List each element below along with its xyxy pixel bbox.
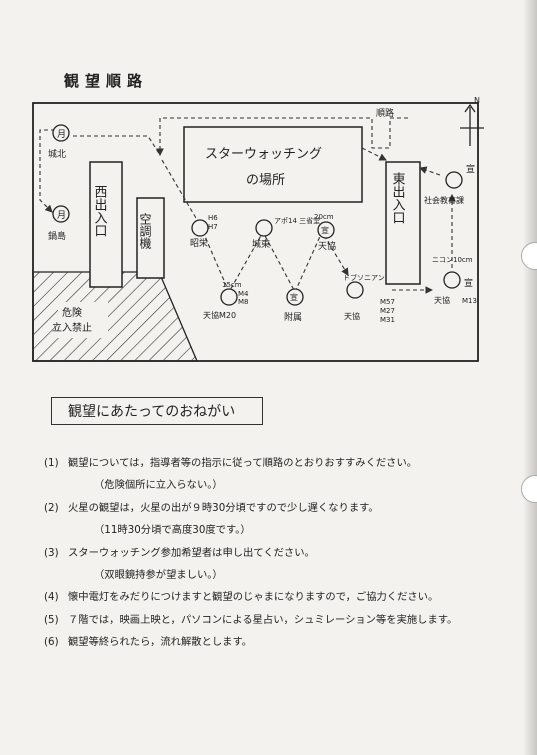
scope-f-side1: M57 <box>380 298 395 306</box>
item-number: (6) <box>44 636 59 649</box>
route-map: 西出入口 空調機 スターウォッチング の場所 東出入口 順路 危険 立入禁止 N… <box>32 96 484 362</box>
telescope-b <box>220 288 238 306</box>
telescope-d <box>286 288 304 306</box>
moon2-label: 鍋島 <box>48 230 66 242</box>
venue-box <box>183 126 363 203</box>
item-text: ７階では，映画上映と，パソコンによる星占い，シュミレーション等を実施します。 <box>68 613 458 626</box>
telescope-h <box>443 271 461 289</box>
scope-f-label: 天協 <box>344 311 360 321</box>
scope-c-label: 城東 <box>252 238 270 250</box>
scope-f-side2: M27 <box>380 307 395 315</box>
item-text: 火星の観望は，火星の出が９時30分頃ですので少し遅くなります。 <box>68 501 379 514</box>
east-exit-label: 東出入口 <box>390 171 406 224</box>
scope-h-glyph: 宣 <box>464 277 473 289</box>
telescope-moon-2 <box>52 205 70 223</box>
scope-g-label: 社会教育課 <box>424 195 464 205</box>
route-label: 順路 <box>376 107 394 119</box>
item-subtext: （11時30分頃で高度30度です。） <box>94 524 251 537</box>
danger-label-2: 立入禁止 <box>52 321 92 334</box>
scope-d-label: 附属 <box>284 311 302 323</box>
east-exit-box <box>385 161 421 285</box>
west-exit-text: 西出入口 <box>92 185 108 237</box>
scope-h-top: ニコン10cm <box>432 256 473 264</box>
item-number: (5) <box>44 613 59 626</box>
danger-label-bg <box>58 302 108 338</box>
item-text: スターウォッチング参加希望者は申し出てください。 <box>68 546 315 559</box>
list-item: (1) 観望については，指導者等の指示に従って順路のとおりおすすみください。 <box>44 452 484 474</box>
scope-e-glyph: 宣 <box>321 225 329 235</box>
north-label: N <box>474 96 480 105</box>
scope-b-top3: M8 <box>238 298 249 306</box>
scope-a-top1: H6 <box>208 214 218 222</box>
scope-e-label: 天協 <box>318 240 336 252</box>
item-text: 懐中電灯をみだりにつけますと観望のじゃまになりますので，ご協力ください。 <box>68 591 439 604</box>
scope-h-side: M13 <box>462 297 477 305</box>
item-number: (3) <box>44 546 59 559</box>
venue-label-1: スターウォッチング <box>205 147 322 162</box>
telescope-f <box>346 281 364 299</box>
list-item: (3) スターウォッチング参加希望者は申し出てください。 <box>44 542 484 564</box>
aircon-label: 空調機 <box>138 213 152 249</box>
scope-d-glyph: 宣 <box>290 292 298 302</box>
danger-label-1: 危険 <box>62 307 82 319</box>
scope-a-top2: H7 <box>208 223 218 231</box>
list-item: (2) 火星の観望は，火星の出が９時30分頃ですので少し遅くなります。 <box>44 497 484 519</box>
west-exit-box <box>89 161 123 288</box>
list-item: (4) 懐中電灯をみだりにつけますと観望のじゃまになりますので，ご協力ください。 <box>44 586 484 608</box>
item-subtext: （危険個所に立入らない。） <box>94 479 223 492</box>
scope-f-side3: M31 <box>380 316 395 324</box>
telescope-g <box>445 171 463 189</box>
venue-label-2: の場所 <box>246 173 285 188</box>
scope-g-glyph: 宣 <box>466 163 475 175</box>
moon1-glyph: 月 <box>57 129 66 140</box>
item-number: (1) <box>44 457 59 469</box>
moon1-label: 城北 <box>48 149 66 160</box>
scope-b-top1: 15cm <box>222 281 242 289</box>
notice-title: 観望にあたってのおねがい <box>51 397 263 425</box>
telescope-e <box>317 221 335 239</box>
list-item: (6) 観望等終られたら，流れ解散とします。 <box>44 631 484 653</box>
scope-a-label: 昭栄 <box>190 237 208 249</box>
item-number: (4) <box>44 591 59 604</box>
roof-outline <box>32 102 479 362</box>
item-text: 観望については，指導者等の指示に従って順路のとおりおすすみください。 <box>68 457 418 469</box>
scope-f-top: ドブソニアン <box>343 273 385 282</box>
aircon-box <box>136 197 165 279</box>
moon2-glyph: 月 <box>57 210 66 221</box>
list-item: (5) ７階では，映画上映と，パソコンによる星占い，シュミレーション等を実施しま… <box>44 609 484 631</box>
notice-list: (1) 観望については，指導者等の指示に従って順路のとおりおすすみください。 （… <box>44 452 484 654</box>
scope-b-top2: M4 <box>238 290 249 298</box>
item-number: (2) <box>44 501 59 514</box>
telescope-a <box>191 219 209 237</box>
page-title: 観望順路 <box>64 72 149 90</box>
page-edge-shadow <box>523 0 537 755</box>
north-arrow-icon <box>460 103 484 146</box>
item-text: 観望等終られたら，流れ解散とします。 <box>68 636 253 649</box>
scope-b-label: 天協M20 <box>203 310 236 320</box>
route-path <box>39 117 456 294</box>
scope-c-top: アポ14 三省堂 <box>274 216 320 225</box>
scope-h-label: 天協 <box>434 295 450 305</box>
item-subtext: （双眼鏡持参が望ましい。） <box>94 569 223 582</box>
scope-e-top: 20cm <box>314 213 334 221</box>
telescope-c <box>255 219 273 237</box>
telescope-moon-1 <box>52 124 70 142</box>
